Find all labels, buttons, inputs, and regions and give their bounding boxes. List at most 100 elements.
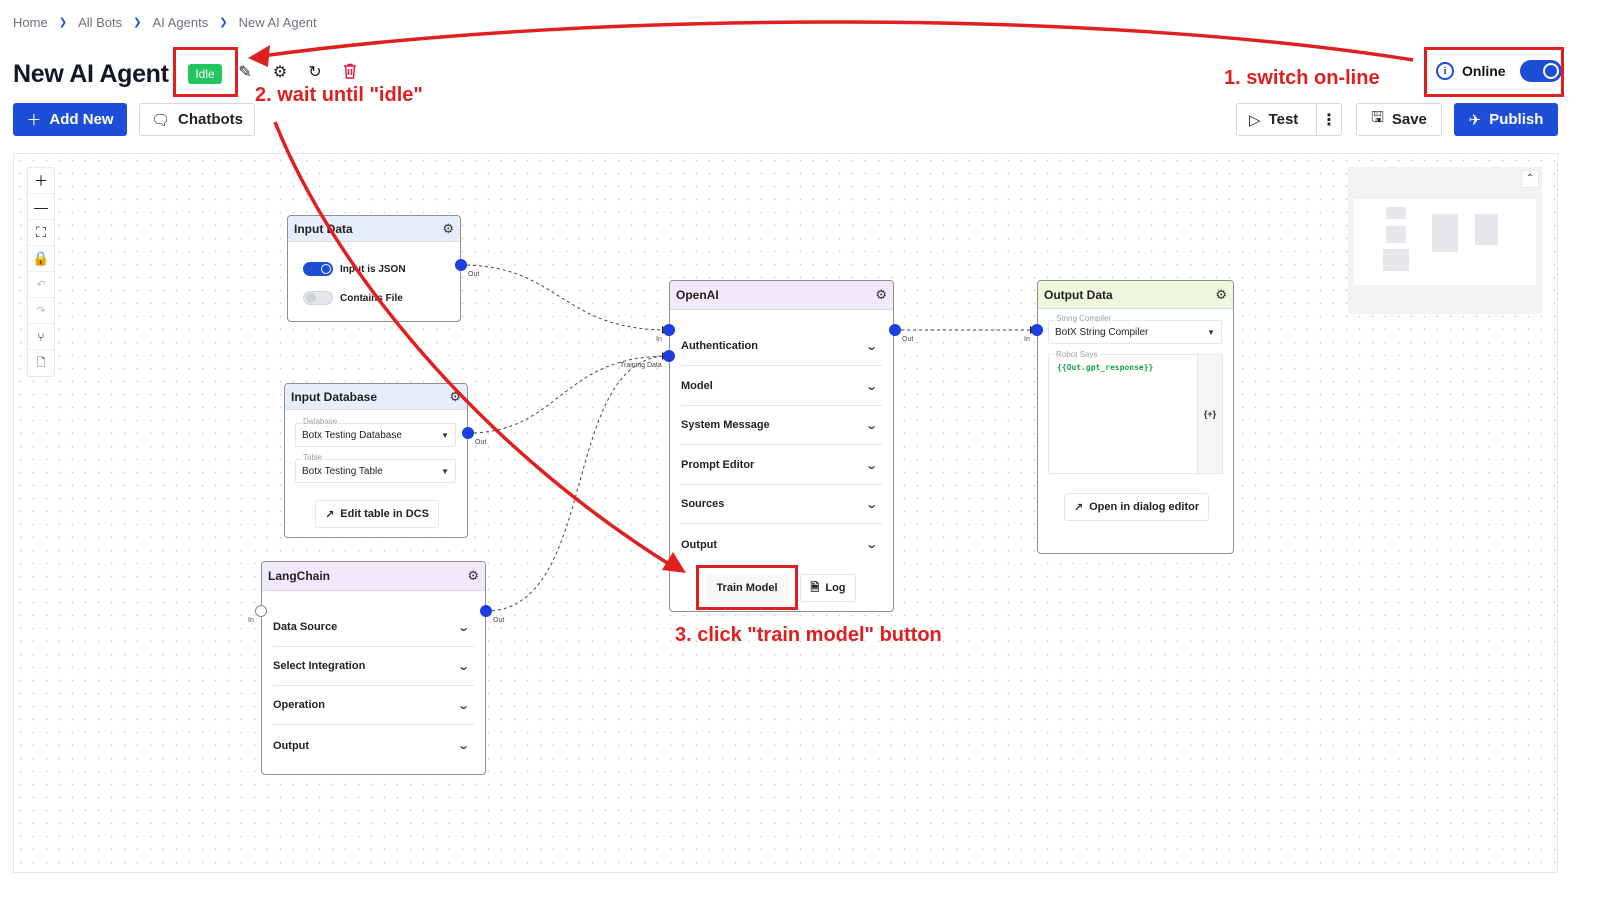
field-label: String Compiler [1055, 314, 1113, 323]
chevron-down-icon: ⌄ [864, 539, 878, 551]
robot-says-editor[interactable]: Robot Says {{Out.gpt_response}} {+} [1048, 350, 1223, 474]
node-header[interactable]: LangChain ⚙ [262, 562, 485, 591]
plus-icon: ＋ [26, 112, 42, 129]
accordion-label: Authentication [681, 340, 758, 352]
trash-icon[interactable] [340, 63, 360, 83]
open-dialog-editor-button[interactable]: ↗ Open in dialog editor [1064, 493, 1209, 521]
contains-file-toggle[interactable] [303, 291, 333, 305]
breadcrumb-all-bots[interactable]: All Bots [78, 15, 123, 30]
node-header[interactable]: Input Database ⚙ [285, 384, 467, 410]
accordion-output[interactable]: Output ⌄ [681, 525, 882, 564]
train-model-button[interactable]: Train Model [706, 574, 788, 602]
accordion-sources[interactable]: Sources ⌄ [681, 485, 882, 524]
zoom-in-icon[interactable]: ＋ [28, 168, 54, 194]
field-label: Database [302, 417, 339, 426]
node-input-data[interactable]: Input Data ⚙ Input is JSON Contains File [287, 215, 461, 322]
handle-in[interactable] [663, 324, 675, 336]
accordion-operation[interactable]: Operation ⌄ [273, 686, 474, 725]
accordion-authentication[interactable]: Authentication ⌄ [681, 327, 882, 366]
handle-in[interactable] [255, 605, 267, 617]
publish-button[interactable]: ✈ Publish [1454, 103, 1558, 136]
gear-icon[interactable]: ⚙ [1215, 286, 1227, 302]
accordion-label: Output [681, 538, 718, 551]
gear-icon[interactable]: ⚙ [442, 220, 454, 236]
accordion-model[interactable]: Model ⌄ [681, 367, 882, 406]
node-title: LangChain [268, 569, 330, 583]
insert-variable-button[interactable]: {+} [1197, 355, 1222, 473]
accordion-select-integration[interactable]: Select Integration ⌄ [273, 647, 474, 686]
table-select[interactable]: Table Botx Testing Table ▼ [295, 453, 456, 483]
chevron-down-icon: ⌄ [864, 419, 878, 432]
handle-out[interactable] [455, 259, 467, 271]
pencil-icon[interactable]: ✎ [238, 64, 252, 81]
handle-out[interactable] [462, 427, 474, 439]
branch-icon[interactable]: ⑂ [28, 324, 54, 350]
node-header[interactable]: Output Data ⚙ [1038, 281, 1233, 309]
node-openai[interactable]: OpenAI ⚙ Authentication ⌄ Model ⌄ System… [669, 280, 894, 612]
chatbots-button[interactable]: 🗨 Chatbots [139, 103, 255, 136]
handle-in[interactable] [1031, 324, 1043, 336]
button-label: Train Model [716, 582, 778, 594]
node-header[interactable]: Input Data ⚙ [288, 216, 460, 242]
collapse-icon[interactable]: ⌃ [1521, 170, 1539, 188]
node-header[interactable]: OpenAI ⚙ [670, 281, 893, 310]
split-divider [1316, 104, 1317, 135]
lock-icon[interactable]: 🔒 [28, 246, 54, 272]
accordion-output[interactable]: Output ⌄ [273, 726, 474, 765]
input-json-toggle[interactable] [303, 262, 333, 276]
save-button[interactable]: 🖫 Save [1356, 103, 1442, 136]
fit-view-icon[interactable]: ⛶ [28, 220, 54, 246]
gear-icon[interactable]: ⚙ [272, 64, 288, 81]
redo-icon[interactable]: ↷ [28, 298, 54, 324]
accordion-prompt-editor[interactable]: Prompt Editor ⌄ [681, 446, 882, 485]
node-title: Input Data [294, 221, 353, 236]
breadcrumb-current: New AI Agent [238, 15, 317, 30]
handle-out[interactable] [480, 605, 492, 617]
handle-label: In [1024, 336, 1030, 343]
chevron-right-icon: ❯ [58, 17, 68, 28]
info-icon[interactable]: i [1436, 62, 1454, 80]
gear-icon[interactable]: ⚙ [875, 287, 887, 302]
rocket-icon: ✈ [1468, 111, 1482, 129]
chevron-down-icon: ⌄ [864, 498, 878, 511]
breadcrumb-ai-agents[interactable]: AI Agents [152, 15, 209, 30]
node-input-database[interactable]: Input Database ⚙ Database Botx Testing D… [284, 383, 468, 538]
publish-label: Publish [1489, 111, 1544, 128]
string-compiler-select[interactable]: String Compiler BotX String Compiler ▼ [1048, 314, 1222, 344]
log-button[interactable]: 🗎 Log [800, 574, 856, 602]
document-icon[interactable]: 🗋 [36, 356, 46, 369]
undo-icon[interactable]: ↶ [28, 272, 54, 298]
accordion-label: Data Source [273, 621, 338, 633]
trash-glyph [344, 63, 356, 79]
gear-icon[interactable]: ⚙ [467, 568, 479, 583]
more-options-icon[interactable]: ⋮ [1321, 112, 1337, 129]
accordion-label: System Message [681, 419, 770, 431]
accordion-label: Output [273, 739, 310, 752]
accordion-system-message[interactable]: System Message ⌄ [681, 406, 882, 445]
online-control: i Online [1436, 60, 1562, 82]
handle-label: Out [475, 439, 487, 446]
accordion-label: Model [681, 380, 713, 392]
zoom-out-icon[interactable]: — [28, 194, 54, 220]
add-new-button[interactable]: ＋ Add New [13, 103, 127, 136]
node-title: Output Data [1044, 287, 1113, 302]
edit-table-button[interactable]: ↗ Edit table in DCS [315, 500, 439, 528]
accordion-data-source[interactable]: Data Source ⌄ [273, 608, 474, 647]
external-link-icon: ↗ [325, 508, 335, 521]
chatbots-label: Chatbots [178, 111, 244, 128]
handle-out[interactable] [889, 324, 901, 336]
handle-training-data[interactable] [663, 350, 675, 362]
minimap[interactable]: ⌃ [1348, 167, 1542, 314]
refresh-icon[interactable]: ↻ [308, 64, 322, 81]
gear-icon[interactable]: ⚙ [449, 388, 461, 404]
field-value: Botx Testing Database [302, 429, 402, 441]
online-toggle[interactable] [1519, 60, 1562, 82]
breadcrumb-home[interactable]: Home [13, 15, 48, 30]
node-output-data[interactable]: Output Data ⚙ String Compiler BotX Strin… [1037, 280, 1234, 554]
button-label: Log [825, 582, 846, 594]
handle-label: In [656, 336, 662, 343]
field-label: Robot Says [1055, 350, 1099, 359]
test-button[interactable]: ▷ Test [1236, 103, 1342, 136]
node-langchain[interactable]: LangChain ⚙ Data Source ⌄ Select Integra… [261, 561, 486, 775]
database-select[interactable]: Database Botx Testing Database ▼ [295, 417, 456, 447]
